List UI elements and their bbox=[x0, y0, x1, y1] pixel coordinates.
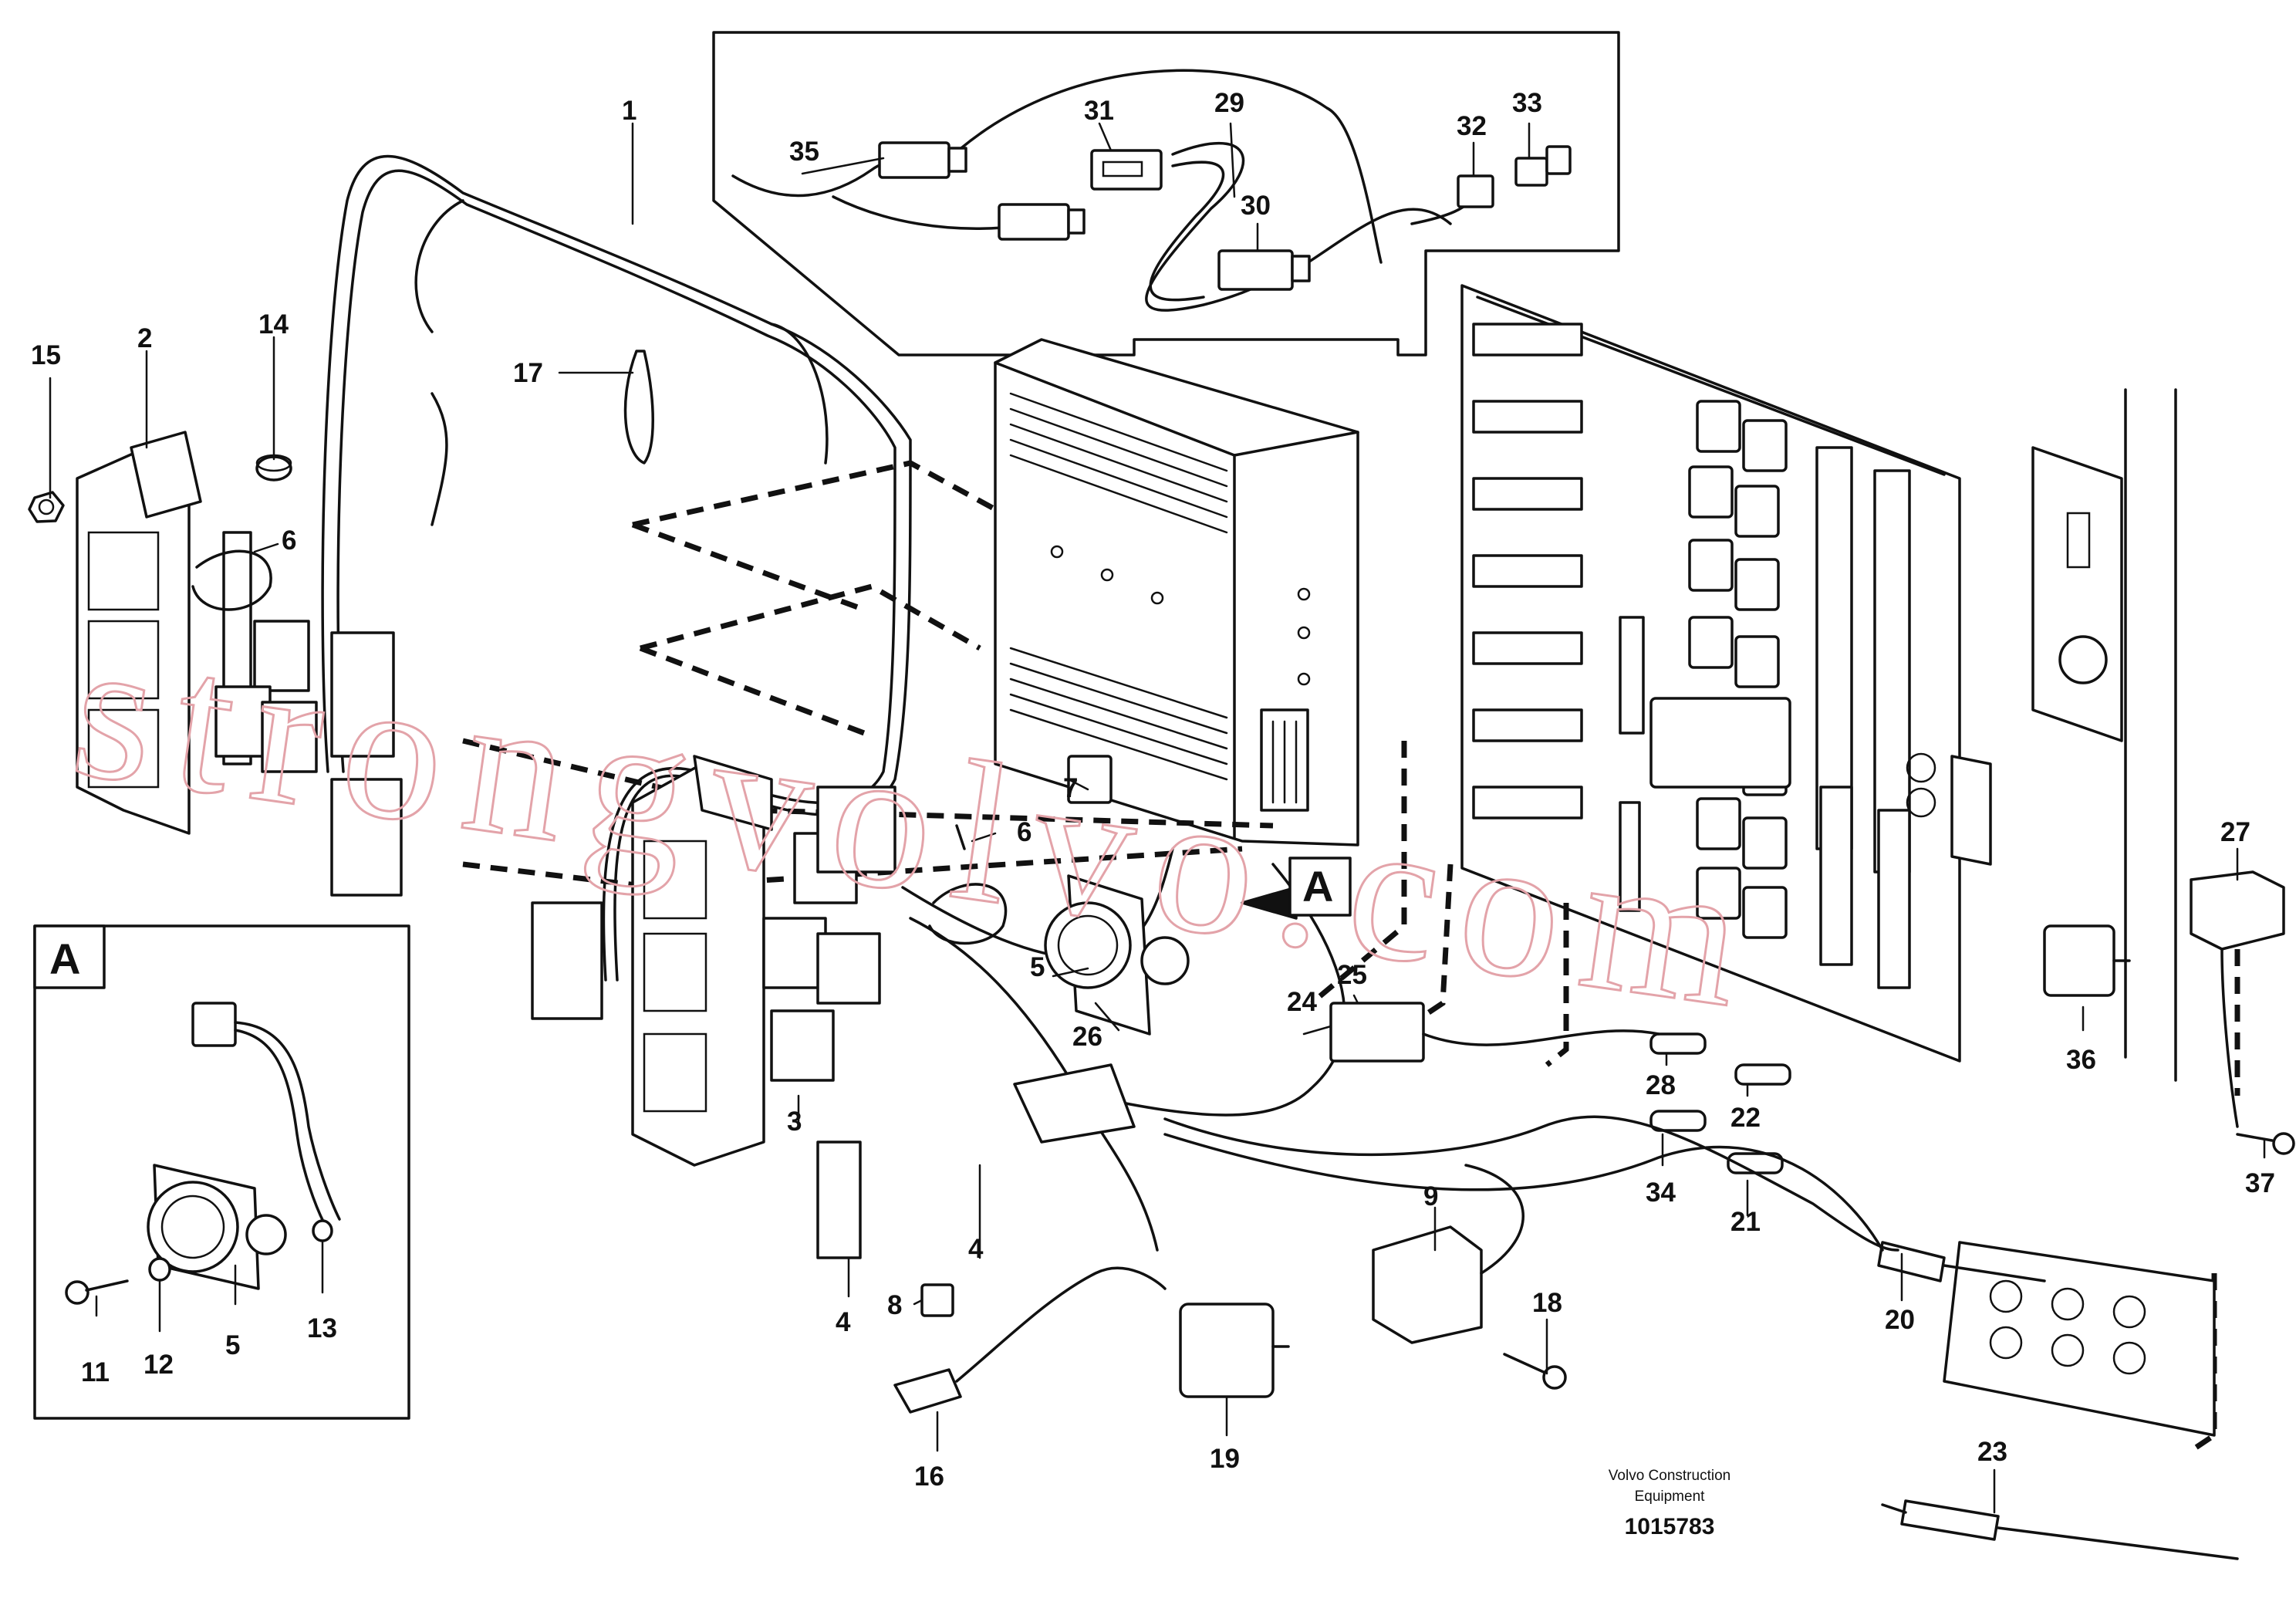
screw-18 bbox=[1503, 1353, 1567, 1390]
board-connectors bbox=[1472, 323, 1645, 912]
control-unit-box bbox=[994, 338, 1359, 846]
cable-tie-6-center bbox=[928, 824, 1008, 945]
connector-29 bbox=[998, 203, 1086, 241]
relay-board bbox=[1460, 284, 1992, 1063]
harness-cables bbox=[1163, 948, 2239, 1275]
callout-15: 15 bbox=[31, 340, 61, 370]
callout-23: 23 bbox=[1977, 1437, 2007, 1467]
document-number: 1015783 bbox=[1625, 1514, 1715, 1539]
nut-15 bbox=[28, 491, 65, 523]
connector-30 bbox=[1217, 249, 1311, 291]
callout-16: 16 bbox=[914, 1461, 944, 1492]
relay-19 bbox=[1179, 1303, 1290, 1398]
screw-11 bbox=[65, 1279, 129, 1305]
caption-line-1: Volvo Construction bbox=[1609, 1468, 1730, 1484]
connector-25 bbox=[1329, 1002, 1425, 1063]
callout-33: 33 bbox=[1512, 88, 1542, 118]
detail-reference-a: A bbox=[1241, 857, 1352, 920]
board-fuses bbox=[1815, 446, 1911, 989]
callout-26: 26 bbox=[1072, 1022, 1102, 1052]
callout-4b: 4 bbox=[968, 1234, 984, 1264]
callout-31: 31 bbox=[1084, 96, 1114, 126]
connector-16 bbox=[893, 1266, 1167, 1414]
callout-22: 22 bbox=[1730, 1103, 1761, 1133]
cable-gland-23 bbox=[1881, 1499, 2239, 1560]
callout-13: 13 bbox=[307, 1313, 337, 1343]
callout-24: 24 bbox=[1287, 987, 1317, 1017]
bolt-37 bbox=[2236, 1132, 2295, 1155]
cable-gland-20 bbox=[1877, 1241, 2046, 1282]
callout-32: 32 bbox=[1457, 111, 1487, 141]
detail-view-a: A bbox=[33, 924, 410, 1420]
callout-30: 30 bbox=[1241, 191, 1271, 221]
callout-25: 25 bbox=[1337, 960, 1367, 990]
callout-27: 27 bbox=[2220, 817, 2250, 847]
callout-8: 8 bbox=[887, 1290, 902, 1320]
caption-block: Volvo Construction Equipment 1015783 bbox=[1609, 1468, 1730, 1539]
callout-37: 37 bbox=[2245, 1168, 2275, 1198]
panel-connector-5 bbox=[1044, 874, 1190, 1036]
callout-5b: 5 bbox=[225, 1330, 240, 1360]
callout-6b: 6 bbox=[1017, 817, 1032, 847]
callout-28: 28 bbox=[1646, 1070, 1676, 1100]
cab-wall-panel bbox=[2031, 388, 2177, 1082]
callout-4a: 4 bbox=[836, 1307, 851, 1337]
connector-31 bbox=[1090, 149, 1163, 191]
socket-27 bbox=[2190, 870, 2285, 951]
relay-bracket-center bbox=[531, 755, 896, 1167]
diode-28 bbox=[1649, 1032, 1707, 1055]
mounting-planes bbox=[462, 460, 2240, 1453]
cable-tie-17 bbox=[623, 350, 654, 465]
callout-1: 1 bbox=[622, 96, 636, 126]
callout-14: 14 bbox=[258, 309, 289, 340]
callout-12: 12 bbox=[144, 1350, 174, 1380]
callout-18: 18 bbox=[1532, 1288, 1562, 1318]
nut-13 bbox=[312, 1219, 333, 1242]
callout-7: 7 bbox=[1063, 773, 1078, 803]
connector-4-lower bbox=[816, 1140, 862, 1259]
diode-22 bbox=[1734, 1063, 1791, 1086]
connector-26 bbox=[1013, 1063, 1136, 1144]
callouts: 1 2 3 4 4 5 5 6 6 7 8 9 11 12 13 14 15 1… bbox=[31, 88, 2275, 1492]
washer-12 bbox=[148, 1257, 171, 1282]
callout-19: 19 bbox=[1210, 1444, 1240, 1474]
callout-6a: 6 bbox=[282, 525, 296, 556]
caption-line-2: Equipment bbox=[1635, 1489, 1706, 1505]
cable-tie-6-left bbox=[191, 549, 272, 611]
connector-35 bbox=[878, 141, 967, 179]
detail-view-a-label: A bbox=[49, 934, 80, 983]
callout-35: 35 bbox=[789, 137, 819, 167]
connector-32 bbox=[1457, 174, 1494, 208]
callout-5a: 5 bbox=[1030, 952, 1045, 982]
connector-33 bbox=[1514, 145, 1572, 187]
plug-panel bbox=[1943, 1241, 2216, 1437]
relay-36 bbox=[2043, 924, 2131, 997]
callout-9: 9 bbox=[1423, 1181, 1438, 1211]
callout-2: 2 bbox=[137, 323, 152, 353]
diode-34 bbox=[1649, 1110, 1707, 1132]
callout-21: 21 bbox=[1730, 1207, 1761, 1237]
callout-29: 29 bbox=[1214, 88, 1244, 118]
callout-3: 3 bbox=[787, 1107, 802, 1137]
plug-8 bbox=[920, 1283, 954, 1317]
callout-20: 20 bbox=[1885, 1305, 1915, 1335]
inset-frame-top bbox=[712, 31, 1620, 357]
relay-bracket-left bbox=[76, 431, 403, 897]
callout-36: 36 bbox=[2066, 1045, 2096, 1075]
socket-9 bbox=[1372, 1225, 1483, 1344]
callout-17: 17 bbox=[513, 358, 543, 388]
callout-11: 11 bbox=[81, 1357, 110, 1387]
leader-lines bbox=[49, 122, 2266, 1514]
callout-34: 34 bbox=[1646, 1178, 1676, 1208]
detail-reference-a-label: A bbox=[1302, 862, 1333, 911]
